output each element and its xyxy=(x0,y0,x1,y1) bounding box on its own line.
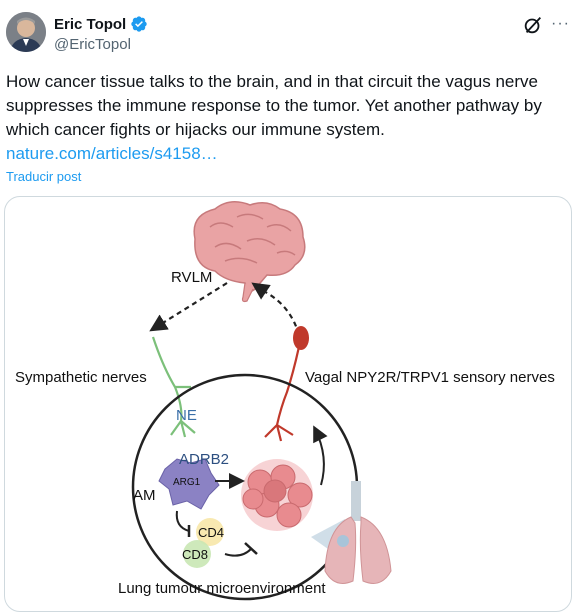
avatar[interactable] xyxy=(6,12,46,52)
brain-icon xyxy=(193,201,306,303)
label-vagal-nerves: Vagal NPY2R/TRPV1 sensory nerves xyxy=(305,369,555,386)
post-media-figure[interactable]: RVLM Sympathetic nerves Vagal NPY2R/TRPV… xyxy=(4,196,572,612)
cd8-cell xyxy=(183,540,211,568)
tumour-cluster xyxy=(241,459,313,531)
author-display-name[interactable]: Eric Topol xyxy=(54,15,127,33)
translate-post-link[interactable]: Traducir post xyxy=(6,169,82,184)
label-sympathetic-nerves: Sympathetic nerves xyxy=(15,369,147,386)
vagal-to-brain-arrow xyxy=(251,282,301,336)
sympathetic-nerve xyxy=(151,336,196,438)
macrophage-cell xyxy=(158,458,220,510)
vagal-nerve xyxy=(264,336,303,442)
label-rvlm: RVLM xyxy=(171,269,213,286)
label-cd8: CD8 xyxy=(182,547,209,562)
grok-icon[interactable] xyxy=(522,14,544,36)
label-am: AM xyxy=(133,487,156,504)
label-arg1: ARG1 xyxy=(173,477,201,488)
label-lung-tumour-microenvironment: Lung tumour microenvironment xyxy=(118,580,326,597)
post-text: How cancer tissue talks to the brain, an… xyxy=(6,72,542,139)
rvlm-to-sympathetic-arrow xyxy=(149,282,228,332)
verified-badge-icon xyxy=(131,16,147,32)
author-handle[interactable]: @EricTopol xyxy=(54,36,131,53)
label-cd4: CD4 xyxy=(198,525,225,540)
vagal-ganglion xyxy=(293,326,309,350)
post-link[interactable]: nature.com/articles/s4158… xyxy=(6,144,218,163)
am-inhibits-cd4 xyxy=(175,510,190,532)
tumour-to-vagal-arrow xyxy=(313,425,328,486)
avatar-image xyxy=(6,12,46,52)
label-adrb2: ADRB2 xyxy=(179,451,230,468)
cd4-cell xyxy=(196,518,224,546)
lungs-icon xyxy=(324,481,392,584)
label-ne: NE xyxy=(176,407,197,424)
author-name-row[interactable]: Eric Topol xyxy=(54,15,148,33)
figure-illustration xyxy=(131,201,392,601)
more-options-icon[interactable]: ··· xyxy=(551,15,570,32)
